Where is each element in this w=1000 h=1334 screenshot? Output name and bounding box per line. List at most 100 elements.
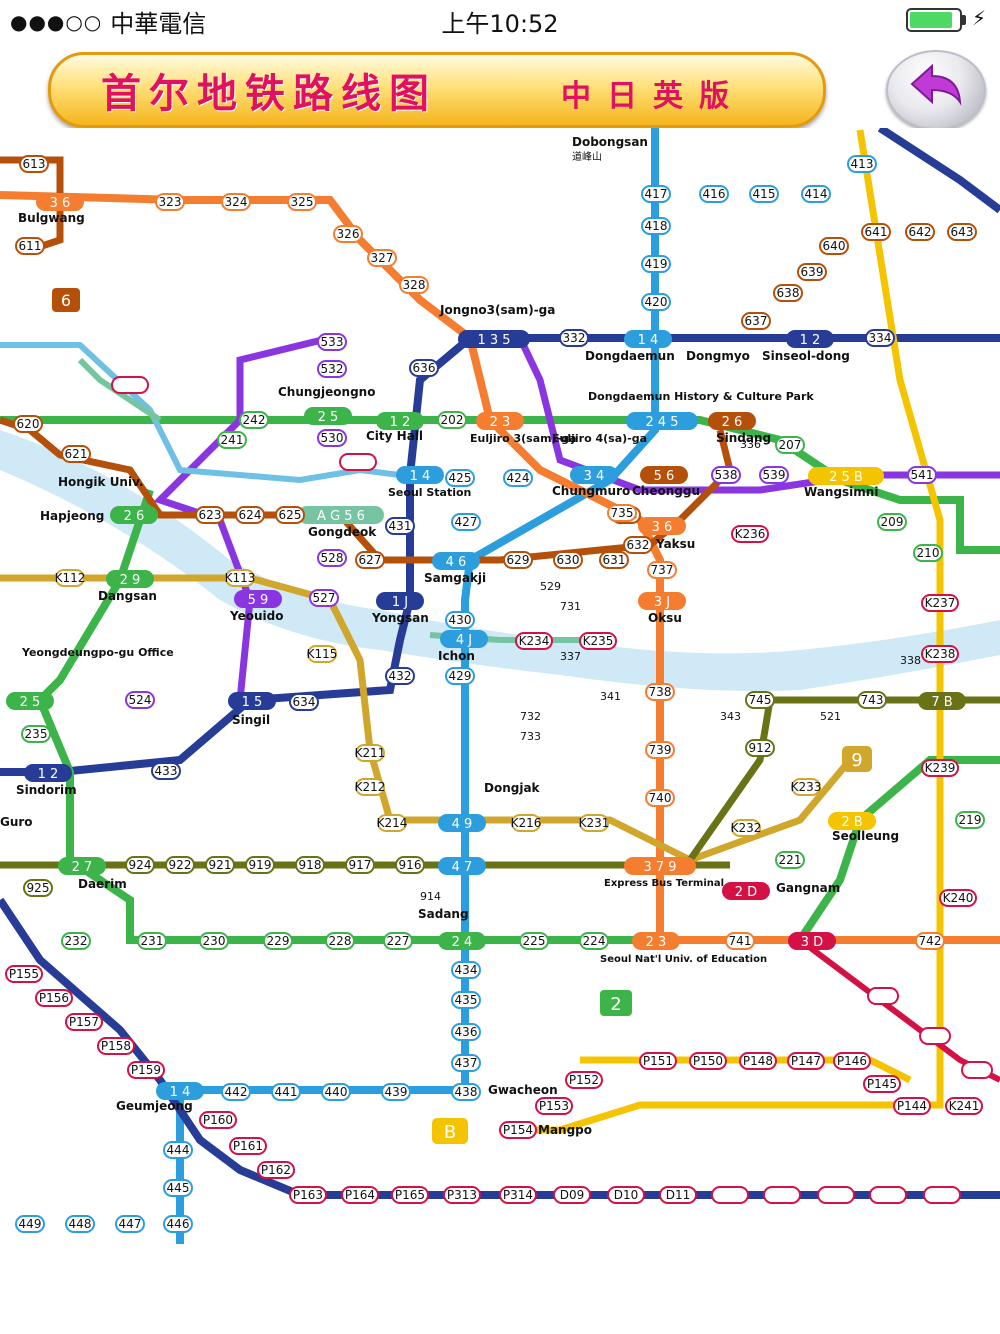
station-number-tag: 209 xyxy=(877,513,907,531)
station-number-tag: 917 xyxy=(345,856,375,874)
station-number-caption: 336 xyxy=(740,438,761,451)
station-number-tag: 528 xyxy=(317,549,347,567)
station-number-tag: 742 xyxy=(915,932,945,950)
svg-text:228: 228 xyxy=(329,934,352,948)
transfer-station-kyodae: 2 3 xyxy=(632,932,680,950)
transfer-station-city-hall: 1 2 xyxy=(376,412,424,430)
station-number-tag: 449 xyxy=(15,1215,45,1233)
svg-text:7 B: 7 B xyxy=(931,695,952,710)
subway-map-canvas[interactable]: 1 3 5 1 4 1 2 1 2 2 5 2 3 2 4 5 2 6 2 5 … xyxy=(0,128,1000,1244)
station-number-tag: 219 xyxy=(955,811,985,829)
svg-text:630: 630 xyxy=(557,553,580,567)
station-number-tag: K235 xyxy=(579,632,617,650)
station-number-tag: 334 xyxy=(865,329,895,347)
transfer-station-samgakji: 4 6 xyxy=(432,552,480,570)
svg-text:4 9: 4 9 xyxy=(452,817,473,832)
station-mangpo: Mangpo xyxy=(538,1123,592,1137)
station-number-tag xyxy=(919,1027,951,1045)
title-banner: 首尔地铁路线图 中日英版 xyxy=(48,52,826,128)
svg-text:424: 424 xyxy=(507,471,530,485)
station-number-tag: P150 xyxy=(689,1052,727,1070)
station-number-tag: 416 xyxy=(699,185,729,203)
svg-text:742: 742 xyxy=(919,934,942,948)
svg-text:P160: P160 xyxy=(203,1113,233,1127)
station-number-tag: P164 xyxy=(341,1186,379,1204)
svg-text:623: 623 xyxy=(199,508,222,522)
station-number-tag xyxy=(440,720,468,736)
svg-text:447: 447 xyxy=(119,1217,142,1231)
station-number-tag xyxy=(0,420,28,436)
station-chungjeongno: Chungjeongno xyxy=(278,385,375,399)
carrier-info: ●●●○○ 中華電信 xyxy=(10,4,206,39)
station-number-tag xyxy=(902,598,930,614)
signal-strength-icon: ●●●○○ xyxy=(10,9,103,34)
station-number-tag: 444 xyxy=(163,1141,193,1159)
station-number-tag: 738 xyxy=(645,683,675,701)
station-number-tag: 630 xyxy=(553,551,583,569)
station-cheonggu: Cheonggu xyxy=(632,484,700,498)
station-number-tag: P148 xyxy=(739,1052,777,1070)
station-number-tag: P158 xyxy=(97,1037,135,1055)
svg-text:638: 638 xyxy=(777,286,800,300)
station-number-tag: 637 xyxy=(741,312,771,330)
station-number-tag: 242 xyxy=(239,411,269,429)
status-bar: ●●●○○ 中華電信 上午10:52 ⚡ xyxy=(0,0,1000,40)
svg-text:433: 433 xyxy=(155,764,178,778)
svg-text:227: 227 xyxy=(387,934,410,948)
station-seoul-station: Seoul Station xyxy=(388,486,471,499)
station-number-tag: K236 xyxy=(731,525,769,543)
station-number-caption: 343 xyxy=(720,710,741,723)
svg-text:K235: K235 xyxy=(583,634,614,648)
station-number-tag: P144 xyxy=(893,1097,931,1115)
station-number-tag: 442 xyxy=(221,1083,251,1101)
svg-text:416: 416 xyxy=(703,187,726,201)
svg-text:2 3: 2 3 xyxy=(646,935,667,950)
station-number-tag: 431 xyxy=(385,517,415,535)
svg-text:632: 632 xyxy=(627,538,650,552)
svg-text:434: 434 xyxy=(455,963,478,977)
station-number-caption: 733 xyxy=(520,730,541,743)
station-number-tag: 425 xyxy=(445,469,475,487)
transfer-station-singil: 1 5 xyxy=(228,692,276,710)
station-number-tag xyxy=(111,376,149,394)
svg-text:P148: P148 xyxy=(743,1054,773,1068)
back-button[interactable] xyxy=(886,50,986,130)
svg-text:P155: P155 xyxy=(9,967,39,981)
station-sindorim: Sindorim xyxy=(16,783,77,797)
svg-text:431: 431 xyxy=(389,519,412,533)
transfer-station-cheonggu: 5 6 xyxy=(640,466,688,484)
svg-text:634: 634 xyxy=(293,695,316,709)
svg-text:2 5 B: 2 5 B xyxy=(829,470,863,485)
station-number-tag: K212 xyxy=(355,778,385,796)
station-number-tag: 447 xyxy=(115,1215,145,1233)
svg-text:2 B: 2 B xyxy=(841,815,862,830)
svg-text:642: 642 xyxy=(909,225,932,239)
svg-text:K231: K231 xyxy=(579,816,610,830)
svg-text:2 4: 2 4 xyxy=(452,935,473,950)
svg-text:743: 743 xyxy=(861,693,884,707)
line-marker-6: 6 xyxy=(52,288,80,312)
station-number-tag: 641 xyxy=(861,223,891,241)
svg-text:K113: K113 xyxy=(225,571,256,585)
page-title: 首尔地铁路线图 xyxy=(101,70,437,117)
station-number-tag: 636 xyxy=(409,359,439,377)
svg-text:325: 325 xyxy=(291,195,314,209)
station-number-tag: K115 xyxy=(307,645,337,663)
station-dobongsan: Dobongsan xyxy=(572,135,648,149)
transfer-station-euljiro: 2 3 xyxy=(476,412,524,430)
station-number-tag: 625 xyxy=(275,506,305,524)
svg-text:440: 440 xyxy=(325,1085,348,1099)
station-number-tag: P163 xyxy=(289,1186,327,1204)
station-number-tag: 435 xyxy=(451,991,481,1009)
station-number-tag: 740 xyxy=(645,789,675,807)
station-number-tag: 229 xyxy=(263,932,293,950)
subway-map[interactable]: 1 3 5 1 4 1 2 1 2 2 5 2 3 2 4 5 2 6 2 5 … xyxy=(0,128,1000,1244)
transfer-station-yeongdeungpo: 2 5 xyxy=(6,692,54,710)
svg-text:737: 737 xyxy=(651,563,674,577)
station-number-tag: 436 xyxy=(451,1023,481,1041)
svg-text:D09: D09 xyxy=(560,1188,585,1202)
svg-text:425: 425 xyxy=(449,471,472,485)
transfer-badges: 1 3 5 1 4 1 2 1 2 2 5 2 3 2 4 5 2 6 2 5 … xyxy=(6,193,966,1100)
station-number-tag: 323 xyxy=(155,193,185,211)
svg-text:P146: P146 xyxy=(837,1054,867,1068)
